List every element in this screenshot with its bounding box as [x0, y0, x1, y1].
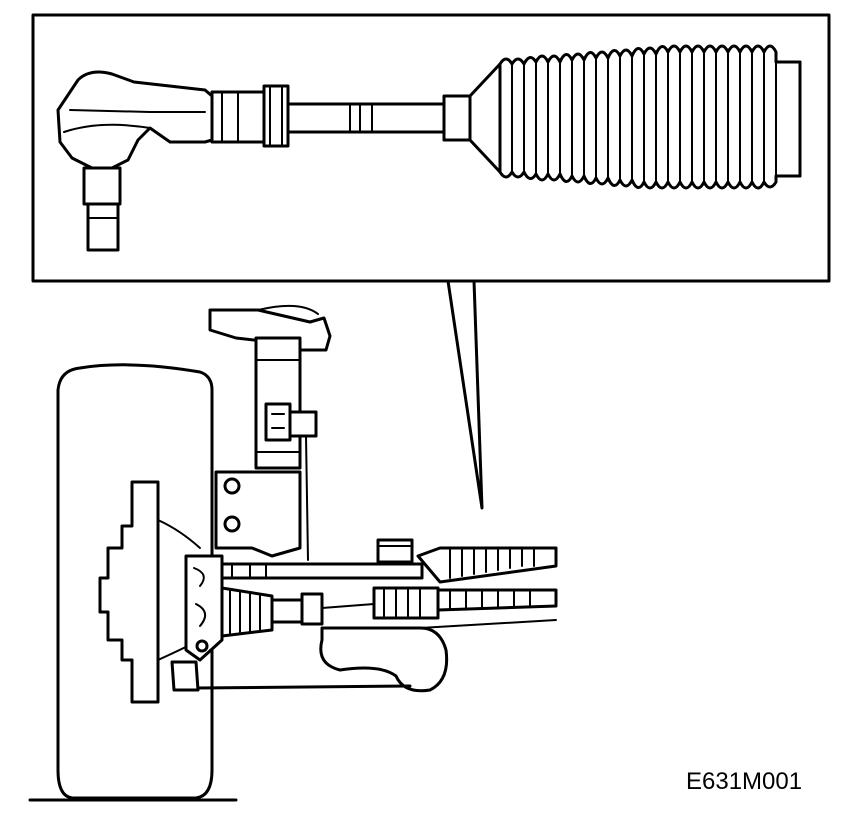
callout-pointer — [446, 279, 484, 510]
cv-joint-boot — [220, 586, 324, 638]
tie-rod-installed — [220, 538, 558, 620]
adjuster-sleeve — [210, 84, 290, 148]
strut — [208, 304, 332, 561]
figure-code: E631M001 — [686, 768, 802, 795]
wheel-hub — [98, 480, 201, 704]
lower-control-arm — [196, 619, 557, 693]
boot-pleat-lines — [511, 51, 777, 183]
tie-rod-detail-inset — [31, 13, 831, 283]
dust-boot — [468, 44, 802, 190]
tie-rod-end — [56, 70, 214, 252]
steering-knuckle — [170, 470, 302, 692]
suspension-assembly — [28, 304, 558, 802]
inset-frame — [31, 13, 831, 283]
inner-tie-rod — [286, 94, 472, 142]
